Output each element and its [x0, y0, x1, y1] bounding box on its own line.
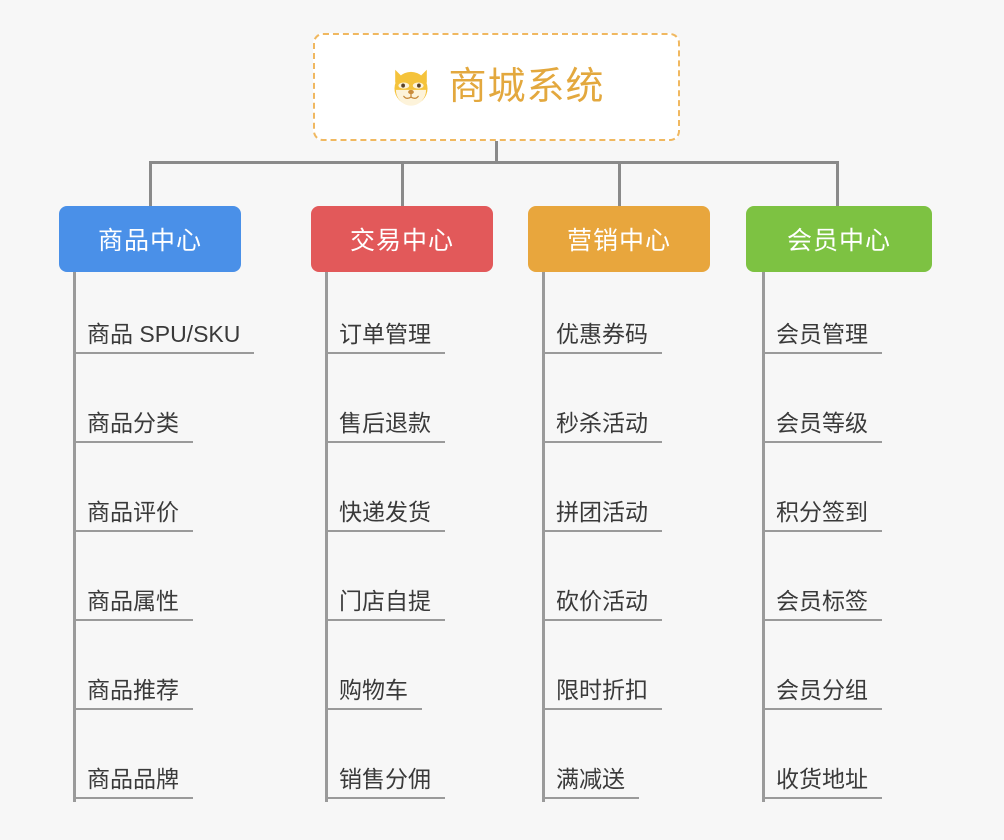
leaf-item[interactable]: 商品推荐: [73, 664, 193, 710]
leaf-label: 会员分组: [776, 676, 868, 703]
leaf-item[interactable]: 砍价活动: [542, 575, 662, 621]
branch-header-label-4: 会员中心: [786, 227, 891, 255]
leaf-label: 会员标签: [776, 587, 868, 614]
leaf-item[interactable]: 会员管理: [762, 308, 882, 354]
leaf-item[interactable]: 会员分组: [762, 664, 882, 710]
leaf-label: 限时折扣: [556, 676, 648, 703]
leaf-label: 收货地址: [776, 765, 868, 792]
branch-header-label-2: 交易中心: [349, 227, 454, 255]
root-drop-line: [495, 141, 498, 164]
root-title: 商城系统: [448, 66, 605, 108]
leaf-label: 销售分佣: [339, 765, 431, 792]
leaf-label: 商品属性: [87, 587, 179, 614]
leaf-label: 秒杀活动: [556, 409, 648, 436]
leaf-item[interactable]: 快递发货: [325, 486, 445, 532]
root-node[interactable]: 商城系统: [313, 33, 680, 141]
branch-trunk-2: [325, 272, 328, 802]
leaf-item[interactable]: 购物车: [325, 664, 422, 710]
leaf-item[interactable]: 会员等级: [762, 397, 882, 443]
leaf-item[interactable]: 商品评价: [73, 486, 193, 532]
leaf-item[interactable]: 商品品牌: [73, 753, 193, 799]
branch-header-2[interactable]: 交易中心: [311, 206, 493, 272]
leaf-item[interactable]: 满减送: [542, 753, 639, 799]
leaf-item[interactable]: 门店自提: [325, 575, 445, 621]
branch-trunk-4: [762, 272, 765, 802]
leaf-item[interactable]: 商品 SPU/SKU: [73, 308, 255, 354]
branch-header-3[interactable]: 营销中心: [528, 206, 710, 272]
leaf-item[interactable]: 积分签到: [762, 486, 882, 532]
leaf-label: 购物车: [339, 676, 408, 703]
leaf-item[interactable]: 商品分类: [73, 397, 193, 443]
leaf-item[interactable]: 限时折扣: [542, 664, 662, 710]
leaf-label: 商品评价: [87, 498, 179, 525]
branch-header-4[interactable]: 会员中心: [746, 206, 932, 272]
leaf-label: 快递发货: [339, 498, 431, 525]
leaf-label: 会员等级: [776, 409, 868, 436]
leaf-label: 满减送: [556, 765, 625, 792]
branch-header-label-3: 营销中心: [566, 227, 671, 255]
leaf-label: 砍价活动: [556, 587, 648, 614]
leaf-label: 商品分类: [87, 409, 179, 436]
leaf-item[interactable]: 商品属性: [73, 575, 193, 621]
leaf-label: 积分签到: [776, 498, 868, 525]
leaf-label: 会员管理: [776, 320, 868, 347]
branch-drop-line-4: [836, 161, 839, 206]
branch-drop-line-2: [401, 161, 404, 206]
branch-header-label-1: 商品中心: [97, 227, 202, 255]
leaf-label: 商品推荐: [87, 676, 179, 703]
branch-header-1[interactable]: 商品中心: [59, 206, 241, 272]
leaf-item[interactable]: 优惠券码: [542, 308, 662, 354]
branch-trunk-1: [73, 272, 76, 802]
leaf-label: 商品品牌: [87, 765, 179, 792]
leaf-item[interactable]: 收货地址: [762, 753, 882, 799]
branch-drop-line-1: [149, 161, 152, 206]
leaf-item[interactable]: 销售分佣: [325, 753, 445, 799]
leaf-label: 优惠券码: [556, 320, 648, 347]
leaf-item[interactable]: 秒杀活动: [542, 397, 662, 443]
leaf-label: 门店自提: [339, 587, 431, 614]
dog-face-emoji: [388, 64, 434, 110]
leaf-item[interactable]: 订单管理: [325, 308, 445, 354]
leaf-label: 拼团活动: [556, 498, 648, 525]
leaf-label: 商品 SPU/SKU: [87, 320, 241, 347]
leaf-item[interactable]: 拼团活动: [542, 486, 662, 532]
leaf-item[interactable]: 会员标签: [762, 575, 882, 621]
branch-drop-line-3: [618, 161, 621, 206]
leaf-item[interactable]: 售后退款: [325, 397, 445, 443]
horizontal-bus-line: [150, 161, 839, 164]
branch-trunk-3: [542, 272, 545, 802]
leaf-label: 订单管理: [339, 320, 431, 347]
leaf-label: 售后退款: [339, 409, 431, 436]
